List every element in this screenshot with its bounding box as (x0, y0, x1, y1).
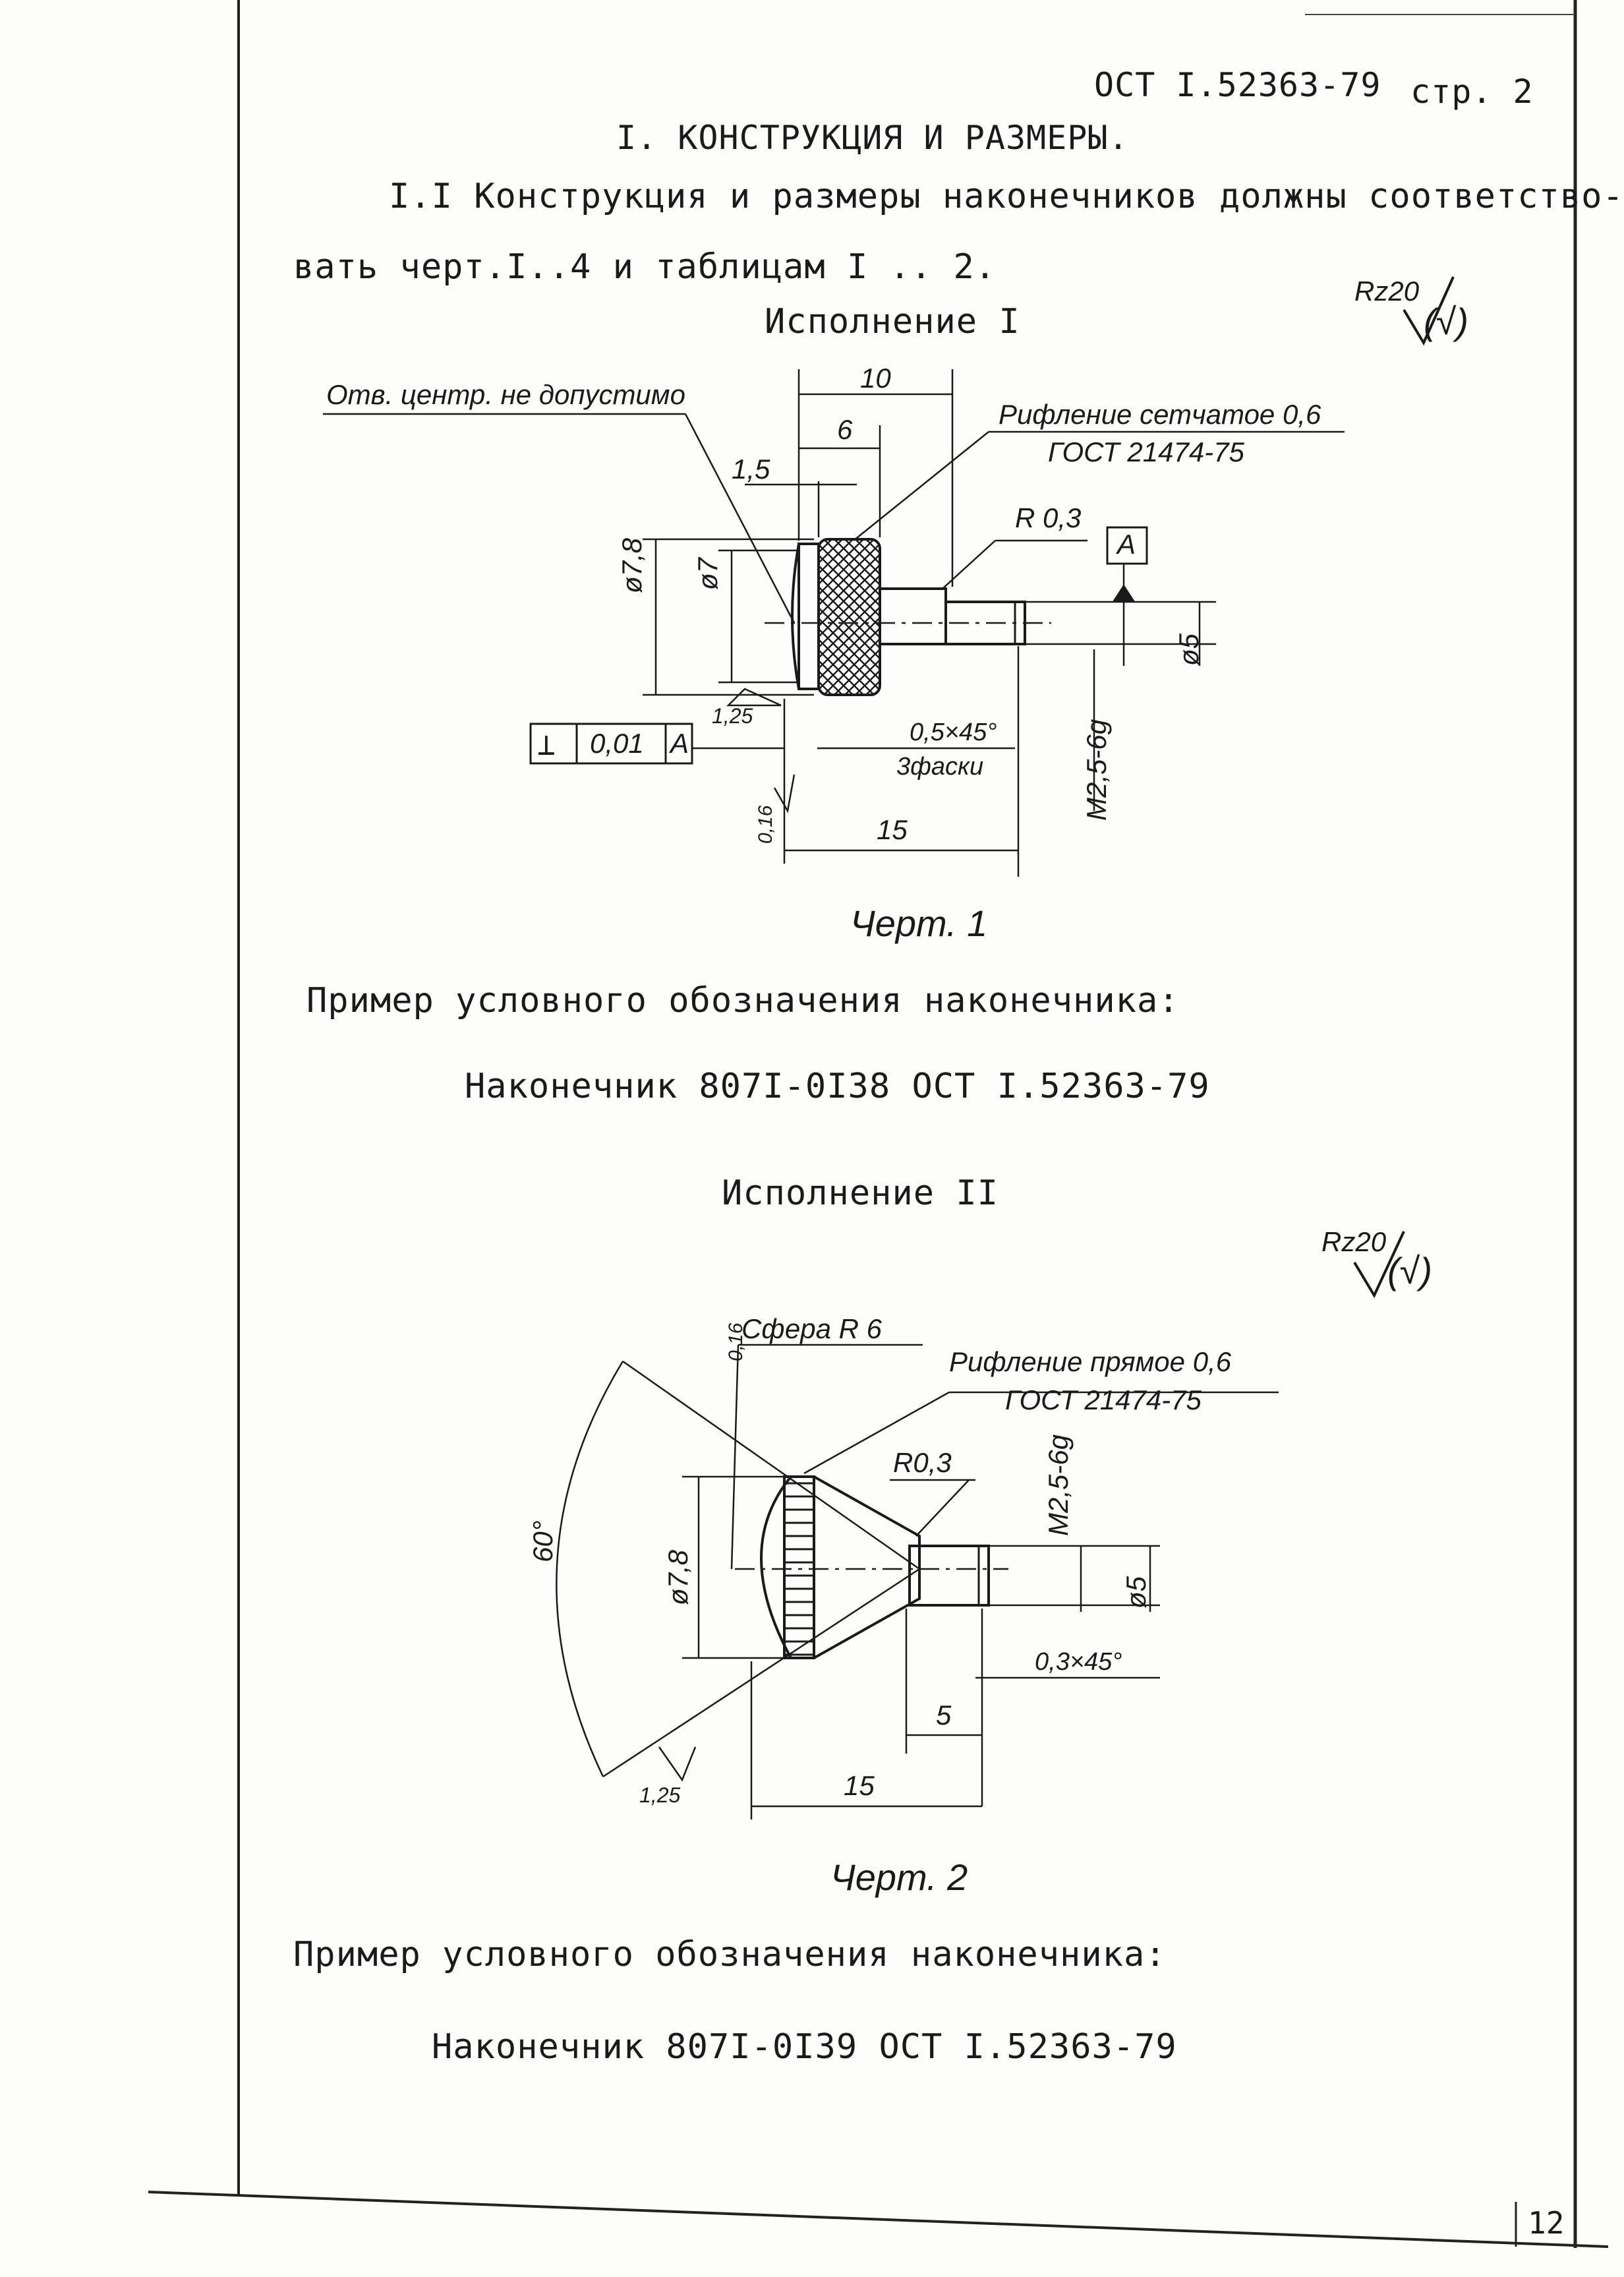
page-label: стр. 2 (1410, 73, 1534, 111)
v1-example-label: Пример условного обозначения наконечника… (306, 981, 1180, 1020)
v1-chamfer-2: 3фаски (896, 753, 984, 781)
v1-face-curve (791, 543, 800, 690)
v2-radius: R0,3 (893, 1447, 952, 1478)
v2-dia-outer: ø7,8 (662, 1549, 693, 1605)
sheet-number: 12 (1528, 2205, 1565, 2241)
v2-pin (908, 1545, 990, 1607)
v1-dim-1-5: 1,5 (732, 454, 770, 485)
v2-knurl-2: ГОСТ 21474-75 (1005, 1384, 1202, 1415)
variant2-roughness-tail: (√) (1387, 1250, 1433, 1291)
v1-example-value: Наконечник 807I-0I38 ОСТ I.52363-79 (465, 1067, 1210, 1106)
v2-angle: 60° (527, 1520, 558, 1562)
v1-dim-15: 15 (877, 814, 908, 845)
v1-note-center-hole: Отв. центр. не допустимо (326, 379, 685, 410)
v2-cone (813, 1475, 921, 1659)
paragraph-line-1: I.I Конструкция и размеры наконечников д… (389, 177, 1624, 216)
v2-sphere-face (760, 1475, 792, 1659)
v2-chamfer: 0,3×45° (1035, 1648, 1122, 1676)
variant2-title: Исполнение II (722, 1173, 999, 1213)
v2-rough-face: 1,25 (639, 1783, 681, 1807)
v1-tol-symbol: ⊥ (537, 726, 556, 762)
v2-thread: M2,5-6g (1043, 1434, 1074, 1536)
v2-dia-pin: ø5 (1120, 1576, 1151, 1609)
v1-chamfer-1: 0,5×45° (910, 719, 997, 746)
v1-dim-10: 10 (860, 363, 891, 394)
v1-note-knurl-1: Рифление сетчатое 0,6 (999, 399, 1321, 430)
v1-tol-value: 0,01 (590, 728, 644, 759)
v1-tol-datum: A (670, 728, 689, 759)
v1-note-knurl-2: ГОСТ 21474-75 (1048, 436, 1244, 467)
variant1-title: Исполнение I (765, 302, 1020, 341)
v2-dim-5: 5 (936, 1700, 952, 1730)
v2-knurl-1: Рифление прямое 0,6 (949, 1346, 1232, 1377)
variant1-roughness: Rz20 (1354, 276, 1420, 307)
v2-knurl-head (783, 1475, 815, 1659)
v2-sphere: Сфера R 6 (741, 1313, 882, 1344)
v1-datum-a: A (1117, 529, 1136, 560)
v2-dim-15: 15 (844, 1770, 875, 1801)
roughness-mark-2 (1353, 1231, 1405, 1299)
variant1-roughness-tail: (√) (1424, 301, 1469, 342)
roughness-mark-1 (1403, 276, 1455, 346)
v2-example-value: Наконечник 807I-0I39 ОСТ I.52363-79 (432, 2027, 1177, 2067)
paragraph-line-2: вать черт.I..4 и таблицам I .. 2. (293, 247, 997, 287)
v1-note-radius: R 0,3 (1015, 502, 1082, 533)
v2-example-label: Пример условного обозначения наконечника… (293, 1935, 1167, 1974)
section-title: I. КОНСТРУКЦИЯ И РАЗМЕРЫ. (616, 119, 1129, 157)
v1-dim-6: 6 (837, 414, 853, 445)
v2-rough-sphere: 0,16 (725, 1322, 747, 1361)
variant2-roughness: Rz20 (1321, 1226, 1387, 1257)
doc-reference: ОСТ I.52363-79 (1094, 66, 1381, 104)
v2-caption: Черт. 2 (830, 1856, 968, 1898)
v1-caption: Черт. 1 (850, 902, 988, 944)
v1-rough-face: 1,25 (712, 704, 753, 728)
